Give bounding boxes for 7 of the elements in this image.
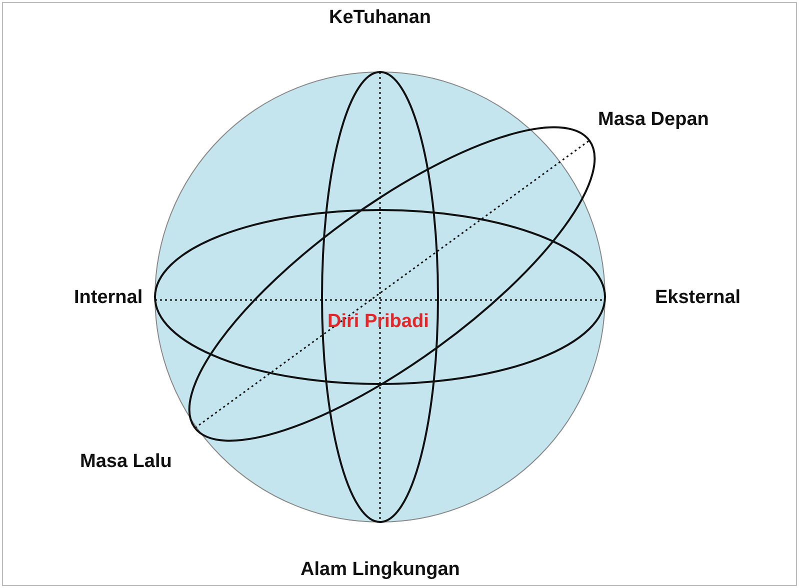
axis-label: Internal <box>74 287 143 309</box>
axis-label: KeTuhanan <box>329 7 432 29</box>
axis-label: Masa Depan <box>598 109 709 131</box>
axis-label: Alam Lingkungan <box>300 559 460 581</box>
center-label: Diri Pribadi <box>328 311 429 333</box>
axis-label: Masa Lalu <box>80 451 172 473</box>
axis-label: Eksternal <box>655 287 741 309</box>
